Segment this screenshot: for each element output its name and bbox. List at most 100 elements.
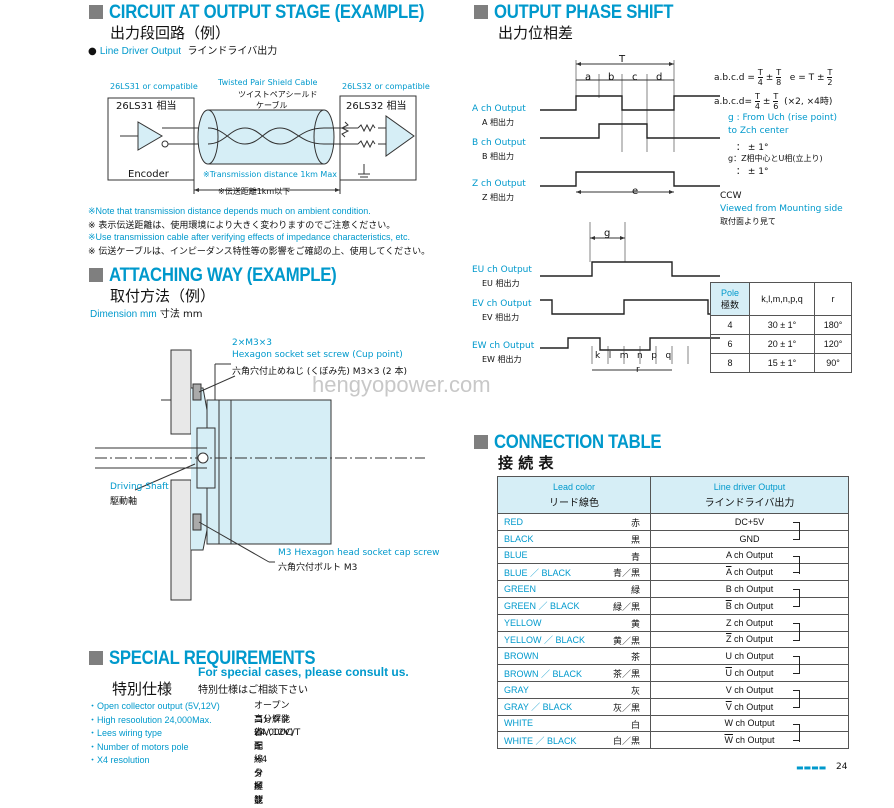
right-chip-label: 26LS32 相当 (346, 101, 407, 112)
ccw-label: CCW (720, 191, 742, 201)
kq-labels: klmnpq (595, 351, 680, 361)
circuit-title: CIRCUIT AT OUTPUT STAGE (EXAMPLE) (109, 2, 425, 23)
special-consult-jp: 特別仕様はご相談下さい (198, 685, 308, 696)
output-cell: Z ch Output (650, 613, 849, 641)
dimension-label: Dimension mm 寸法 mm (90, 309, 203, 320)
screw1-size: 2×M3×3 (232, 338, 273, 348)
pair-bracket (793, 530, 800, 540)
note-1: ※Note that transmission distance depends… (88, 206, 371, 216)
output-cell: DC+5V (650, 513, 849, 540)
g-note-jp1: g：Z相中心とU相(立上り) (728, 154, 823, 163)
pair-bracket (793, 732, 800, 742)
list-item: ・X4 resolution×4 分解能 (88, 755, 268, 806)
g-note-en3: ： ± 1° (736, 143, 769, 153)
screw2-jp: 六角穴付ボルト M3 (278, 563, 358, 573)
d-label: d (656, 72, 663, 83)
r-header: r (814, 282, 852, 316)
pair-bracket (793, 564, 800, 574)
a-label: a (585, 72, 592, 83)
shaft-jp: 駆動軸 (110, 497, 138, 507)
connection-heading: CONNECTION TABLE (474, 432, 684, 454)
k-header: k,l,m,n,p,q (749, 282, 815, 316)
ch-z-jp: Z 相出力 (482, 193, 515, 202)
output-cell: U ch Output (650, 664, 849, 682)
ch-b-en: B ch Output (472, 138, 526, 148)
output-cell: W ch Output (650, 714, 849, 742)
ch-eu-jp: EU 相出力 (482, 279, 520, 288)
r-label: r (636, 365, 640, 375)
output-cell: B ch Output (650, 596, 849, 615)
phase-title: OUTPUT PHASE SHIFT (494, 2, 674, 23)
mount-en: Viewed from Mounting side (720, 204, 843, 214)
special-list: ・Open collector output (5V,12V)オープンコレクタ … (88, 700, 300, 806)
g-note-jp2: ： ± 1° (736, 167, 769, 177)
screw1-en: Hexagon socket set screw (Cup point) (232, 350, 403, 360)
e-label: e (632, 186, 639, 197)
line-driver-label: ● Line Driver Output ラインドライバ出力 (88, 46, 278, 57)
g-label: g (604, 228, 611, 239)
section-square-icon (474, 5, 488, 19)
screw2-en: M3 Hexagon head socket cap screw (278, 548, 440, 558)
phase-heading: OUTPUT PHASE SHIFT (474, 2, 698, 24)
t-label: T (619, 54, 626, 65)
circuit-diagram (107, 95, 417, 194)
list-item: ・Open collector output (5V,12V)オープンコレクタ … (88, 701, 299, 738)
logo: ▬▬▬▬ (796, 763, 827, 772)
g-note-en2: to Zch center (728, 126, 789, 136)
cable-label-jp1: ツイストペアシールド (238, 90, 318, 99)
pair-bracket (793, 631, 800, 641)
pair-bracket (793, 665, 800, 675)
output-cell: A ch Output (650, 546, 849, 574)
special-consult-en: For special cases, please consult us. (198, 665, 409, 679)
attaching-diagram (95, 349, 425, 601)
encoder-label: Encoder (128, 169, 169, 180)
shaft-en: Driving Shaft (110, 482, 169, 492)
section-square-icon (89, 268, 103, 282)
note-4: ※ 伝送ケーブルは、インピーダンス特性等の影響をご確認の上、使用してください。 (88, 247, 431, 257)
distance-en: ※Transmission distance 1km Max (203, 170, 337, 179)
circuit-title-jp: 出力段回路（例） (110, 24, 231, 42)
distance-jp: ※伝送距離1km以下 (218, 187, 291, 196)
connection-title: CONNECTION TABLE (494, 432, 662, 453)
mount-jp: 取付面より見て (720, 217, 776, 226)
output-cell: V ch Output (650, 680, 849, 708)
phase-title-jp: 出力位相差 (498, 24, 574, 42)
output-cell: A ch Output (650, 563, 849, 582)
cable-label-en: Twisted Pair Shield Cable (218, 78, 318, 87)
special-title: SPECIAL REQUIREMENTS (109, 648, 316, 669)
attaching-title: ATTACHING WAY (EXAMPLE) (109, 265, 337, 286)
